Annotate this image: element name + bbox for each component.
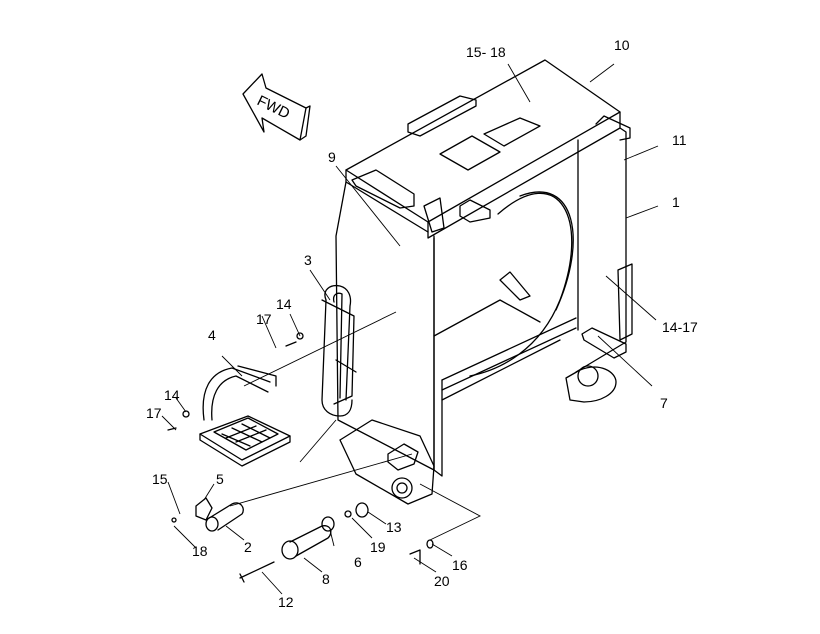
bolt-20 [409, 549, 421, 565]
leader-lines [161, 63, 659, 595]
callout-20: 20 [434, 573, 450, 589]
callout-11: 11 [672, 132, 687, 148]
callout-3: 3 [304, 252, 312, 268]
callout-18: 18 [192, 543, 208, 559]
sleeve-8 [281, 525, 332, 560]
callout-14a: 14 [276, 296, 292, 312]
pin-2 [205, 502, 244, 532]
bolt-12 [239, 561, 275, 583]
callout-5: 5 [216, 471, 224, 487]
callout-14-17: 14-17 [662, 319, 698, 335]
callouts: 10 15- 18 11 1 9 3 14 17 4 14-17 7 14 17… [146, 37, 698, 610]
callout-10: 10 [614, 37, 630, 53]
callout-15: 15 [152, 471, 168, 487]
frame-assembly [321, 59, 633, 505]
callout-1: 1 [672, 194, 680, 210]
callout-15-18: 15- 18 [466, 44, 506, 60]
callout-7: 7 [660, 395, 668, 411]
nut-13 [355, 502, 369, 518]
callout-6: 6 [354, 554, 362, 570]
callout-17b: 17 [146, 405, 162, 421]
callout-8: 8 [322, 571, 330, 587]
callout-13: 13 [386, 519, 402, 535]
callout-14b: 14 [164, 387, 180, 403]
washer-6 [321, 516, 335, 532]
callout-9: 9 [328, 149, 336, 165]
callout-19: 19 [370, 539, 386, 555]
fwd-arrow-icon [242, 73, 311, 141]
callout-17a: 17 [256, 311, 272, 327]
handrail [321, 284, 353, 417]
callout-16: 16 [452, 557, 468, 573]
callout-4: 4 [208, 327, 216, 343]
step-assembly [199, 365, 291, 467]
fwd-label: FWD [254, 92, 292, 122]
callout-2: 2 [244, 539, 252, 555]
bracket-5 [195, 497, 213, 521]
callout-12: 12 [278, 594, 294, 610]
